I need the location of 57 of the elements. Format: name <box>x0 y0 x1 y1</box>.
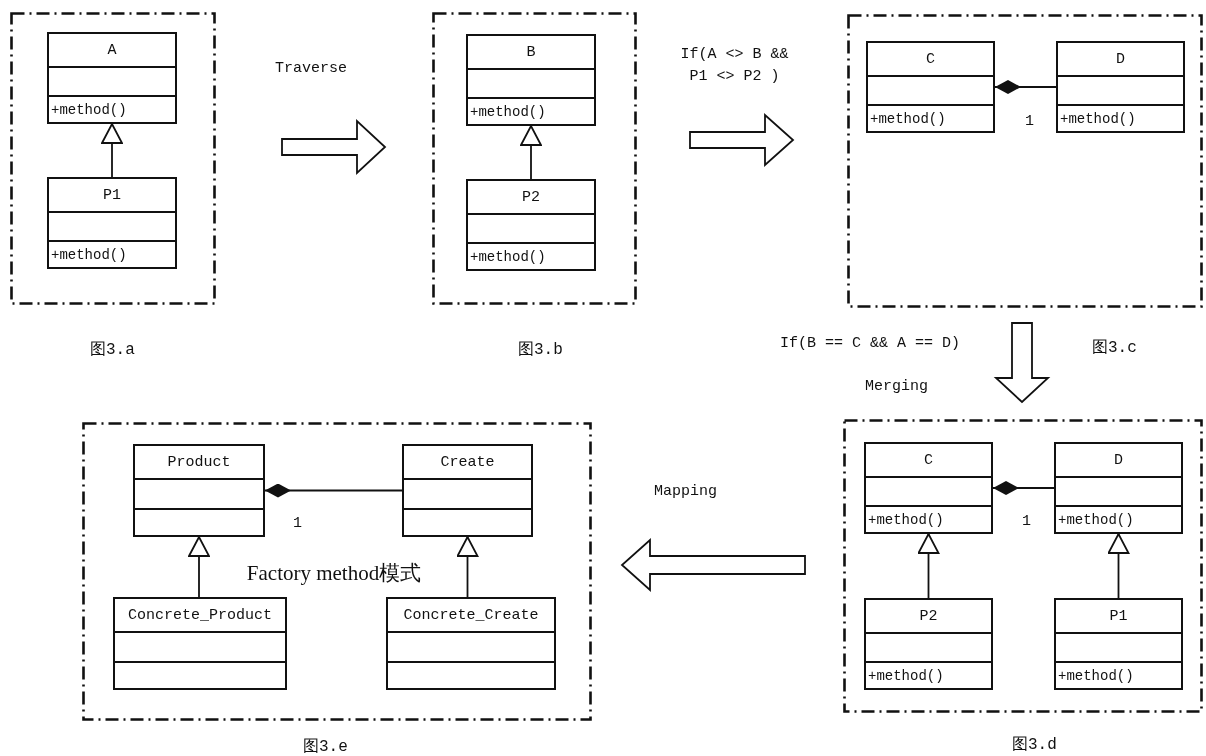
pattern-title: Factory method模式 <box>246 562 422 584</box>
generalization-arrow <box>188 536 210 598</box>
class-box <box>1054 442 1183 534</box>
method-text: +method() <box>1058 668 1134 683</box>
class-name: P2 <box>521 189 541 205</box>
method-text: +method() <box>470 249 546 264</box>
generalization-arrow <box>520 125 542 180</box>
block-arrow <box>993 322 1051 404</box>
class-name: Product <box>166 454 232 470</box>
block-arrow <box>281 118 387 176</box>
method-text: +method() <box>868 512 944 527</box>
class-box <box>866 41 995 133</box>
method-text: +method() <box>870 111 946 126</box>
generalization-arrow <box>917 533 940 599</box>
class-name: Concrete_Create <box>402 607 540 623</box>
method-text: +method() <box>470 104 546 119</box>
composition-line <box>992 481 1055 495</box>
figure-caption: 图3.b <box>518 342 563 358</box>
class-name: B <box>525 44 537 60</box>
class-box <box>386 597 556 690</box>
method-text: +method() <box>1058 512 1134 527</box>
block-arrow <box>689 113 795 167</box>
figure-caption: 图3.d <box>1012 737 1057 753</box>
class-name: P1 <box>1108 608 1129 624</box>
generalization-arrow <box>101 123 123 178</box>
generalization-arrow <box>1107 533 1130 599</box>
class-box <box>133 444 265 537</box>
class-box <box>47 32 177 124</box>
class-name: Concrete_Product <box>127 607 273 623</box>
composition-line <box>264 483 403 498</box>
figure-caption: 图3.e <box>303 739 348 755</box>
class-name: P2 <box>918 608 939 624</box>
figure-caption: 图3.a <box>90 342 135 358</box>
method-text: +method() <box>51 247 127 262</box>
block-arrow <box>620 538 806 592</box>
composition-line <box>994 80 1057 94</box>
class-name: D <box>1115 51 1126 67</box>
class-name: A <box>106 42 118 58</box>
class-name: C <box>925 51 936 67</box>
generalization-arrow <box>456 536 479 598</box>
class-box <box>466 34 596 126</box>
class-box <box>402 444 533 537</box>
class-name: D <box>1113 452 1124 468</box>
class-name: P1 <box>102 187 122 203</box>
method-text: +method() <box>1060 111 1136 126</box>
class-box <box>1054 598 1183 690</box>
class-box <box>113 597 287 690</box>
method-text: +method() <box>868 668 944 683</box>
method-text: +method() <box>51 102 127 117</box>
class-name: C <box>923 452 934 468</box>
figure-caption: 图3.c <box>1092 340 1137 356</box>
class-box <box>47 177 177 269</box>
class-box <box>466 179 596 271</box>
class-box <box>864 442 993 534</box>
class-box <box>1056 41 1185 133</box>
class-box <box>864 598 993 690</box>
class-name: Create <box>439 454 496 470</box>
